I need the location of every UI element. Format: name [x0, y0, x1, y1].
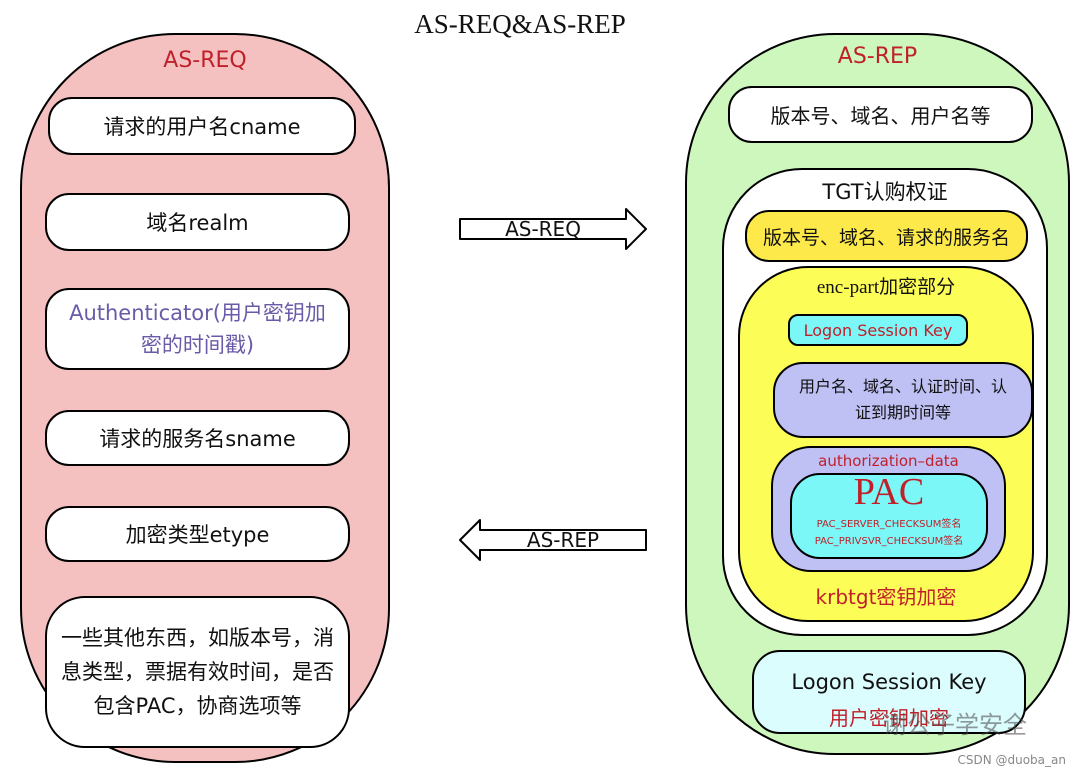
- enc-session-key: Logon Session Key: [788, 314, 968, 346]
- enc-user-info: 用户名、域名、认证时间、认证到期时间等: [773, 362, 1033, 438]
- auth-data-label: authorization–data: [818, 452, 959, 470]
- as-req-heading: AS-REQ: [163, 47, 247, 73]
- req-item-authenticator: Authenticator(用户密钥加密的时间戳): [45, 288, 350, 370]
- req-item-realm: 域名realm: [45, 193, 350, 251]
- wechat-watermark: 谢公子学安全: [883, 710, 1027, 739]
- rep-header-info: 版本号、域名、用户名等: [728, 86, 1033, 143]
- arrow-as-req: AS-REQ: [458, 208, 648, 250]
- req-item-cname: 请求的用户名cname: [48, 97, 356, 155]
- session-key-title: Logon Session Key: [791, 670, 987, 694]
- pac-title: PAC: [853, 471, 925, 513]
- arrow-as-req-label: AS-REQ: [505, 217, 581, 241]
- csdn-watermark: CSDN @duoba_an: [957, 753, 1066, 767]
- enc-part-title: enc-part加密部分: [816, 276, 956, 298]
- pac-box: [790, 473, 988, 559]
- as-rep-heading: AS-REP: [837, 43, 918, 69]
- tgt-plain-info: 版本号、域名、请求的服务名: [745, 210, 1028, 262]
- tgt-title: TGT认购权证: [822, 180, 948, 204]
- pac-sig-server: PAC_SERVER_CHECKSUM签名: [816, 518, 962, 530]
- enc-krbtgt-encryption: krbtgt密钥加密: [815, 584, 957, 609]
- arrow-as-rep: AS-REP: [458, 519, 648, 561]
- session-key-box: [752, 650, 1026, 734]
- pac-sig-privsvr: PAC_PRIVSVR_CHECKSUM签名: [814, 535, 964, 547]
- diagram-title: AS-REQ&AS-REP: [414, 8, 626, 39]
- arrow-as-rep-label: AS-REP: [526, 528, 600, 552]
- req-item-etype: 加密类型etype: [45, 506, 350, 562]
- req-item-sname: 请求的服务名sname: [45, 410, 350, 466]
- session-key-encryption: 用户密钥加密: [829, 705, 949, 730]
- req-item-other: 一些其他东西，如版本号，消息类型，票据有效时间，是否包含PAC，协商选项等: [45, 596, 350, 748]
